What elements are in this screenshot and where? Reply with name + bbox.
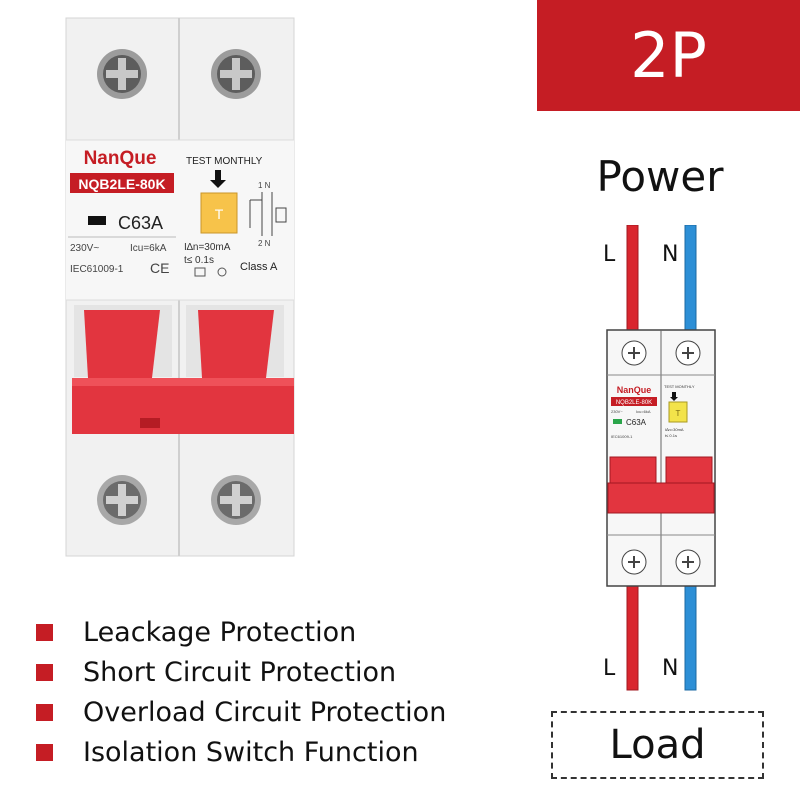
mini-brand: NanQue bbox=[617, 385, 652, 395]
svg-text:T: T bbox=[676, 409, 681, 418]
list-item: Isolation Switch Function bbox=[36, 732, 446, 772]
handle-bridge bbox=[72, 378, 294, 434]
list-item: Overload Circuit Protection bbox=[36, 692, 446, 732]
model-plate bbox=[70, 173, 174, 193]
bridge-slot bbox=[140, 418, 160, 428]
symbol-box-icon bbox=[194, 267, 206, 277]
left-handle bbox=[84, 310, 160, 378]
bullet-square-icon bbox=[36, 623, 53, 641]
trip-time-label: t≤ 0.1s bbox=[184, 255, 214, 266]
load-box: Load bbox=[551, 711, 764, 779]
top-left-screw-icon bbox=[97, 49, 147, 99]
power-label: Power bbox=[596, 152, 724, 201]
svg-text:2 N: 2 N bbox=[258, 239, 271, 248]
test-button-label: T bbox=[215, 206, 224, 222]
mini-icu: Icu=6kA bbox=[636, 409, 651, 414]
standard-label: IEC61009-1 bbox=[70, 264, 124, 275]
top-right-screw-icon bbox=[211, 49, 261, 99]
svg-text:1 N: 1 N bbox=[258, 181, 271, 190]
mini-screw-bottom-right-icon bbox=[675, 549, 701, 575]
list-item: Leackage Protection bbox=[36, 612, 446, 652]
mini-voltage: 230V~ bbox=[611, 409, 623, 414]
feature-text: Isolation Switch Function bbox=[83, 736, 419, 768]
mini-test-arrow-icon bbox=[670, 392, 678, 401]
wiring-diagram: NanQue NQB2LE-80K 230V~ Icu=6kA C63A IEC… bbox=[606, 225, 716, 691]
mini-screw-top-right-icon bbox=[675, 340, 701, 366]
neutral-wire-top bbox=[684, 225, 697, 331]
mini-residual: I∆n=30mA bbox=[665, 427, 684, 432]
bottom-left-screw-icon bbox=[97, 475, 147, 525]
class-label: Class A bbox=[240, 261, 278, 273]
mini-screw-bottom-left-icon bbox=[621, 549, 647, 575]
mini-screw-top-left-icon bbox=[621, 340, 647, 366]
test-button bbox=[200, 192, 238, 234]
mini-left-handle bbox=[609, 456, 657, 486]
bullet-square-icon bbox=[36, 663, 53, 681]
load-label: Load bbox=[609, 722, 706, 768]
mini-handle-bridge bbox=[607, 482, 715, 514]
model-label: NQB2LE-80K bbox=[78, 176, 165, 192]
ce-mark: CE bbox=[150, 260, 169, 276]
badge-label: 2P bbox=[630, 19, 707, 92]
top-live-label: L bbox=[603, 242, 616, 267]
bullet-square-icon bbox=[36, 703, 53, 721]
mini-right-handle bbox=[665, 456, 713, 486]
breaker-illustration: NanQue NQB2LE-80K C63A 230V~ Icu=6kA IEC… bbox=[65, 17, 295, 557]
right-handle bbox=[198, 310, 274, 378]
gear-icon bbox=[217, 267, 227, 277]
pole-count-badge: 2P bbox=[537, 0, 800, 111]
bottom-right-screw-icon bbox=[211, 475, 261, 525]
feature-list: Leackage Protection Short Circuit Protec… bbox=[36, 612, 446, 772]
test-arrow-icon bbox=[210, 170, 226, 188]
mini-time: t≤ 0.1s bbox=[665, 433, 677, 438]
mini-rating-indicator bbox=[613, 419, 622, 424]
rating-label: C63A bbox=[118, 213, 163, 233]
live-wire-top bbox=[626, 225, 639, 331]
voltage-label: 230V~ bbox=[70, 243, 99, 254]
mini-test-button bbox=[668, 401, 688, 423]
rating-indicator bbox=[88, 216, 106, 225]
neutral-wire-bottom bbox=[684, 584, 697, 691]
mini-standard: IEC61009-1 bbox=[611, 434, 633, 439]
icu-label: Icu=6kA bbox=[130, 243, 167, 254]
live-wire-bottom bbox=[626, 584, 639, 691]
list-item: Short Circuit Protection bbox=[36, 652, 446, 692]
bullet-square-icon bbox=[36, 743, 53, 761]
wiring-schematic-icon: 1 N 2 N bbox=[249, 181, 287, 248]
mini-rating: C63A bbox=[626, 418, 647, 427]
top-neutral-label: N bbox=[662, 242, 679, 267]
feature-text: Overload Circuit Protection bbox=[83, 696, 447, 728]
feature-text: Short Circuit Protection bbox=[83, 656, 397, 688]
mini-model: NQB2LE-80K bbox=[616, 400, 652, 406]
feature-text: Leackage Protection bbox=[83, 616, 357, 648]
bottom-live-label: L bbox=[603, 656, 616, 681]
bottom-neutral-label: N bbox=[662, 656, 679, 681]
test-monthly-label: TEST MONTHLY bbox=[186, 156, 263, 167]
brand-label: NanQue bbox=[84, 148, 157, 169]
residual-current-label: I∆n=30mA bbox=[184, 242, 231, 253]
mini-test: TEST MONTHLY bbox=[664, 384, 695, 389]
